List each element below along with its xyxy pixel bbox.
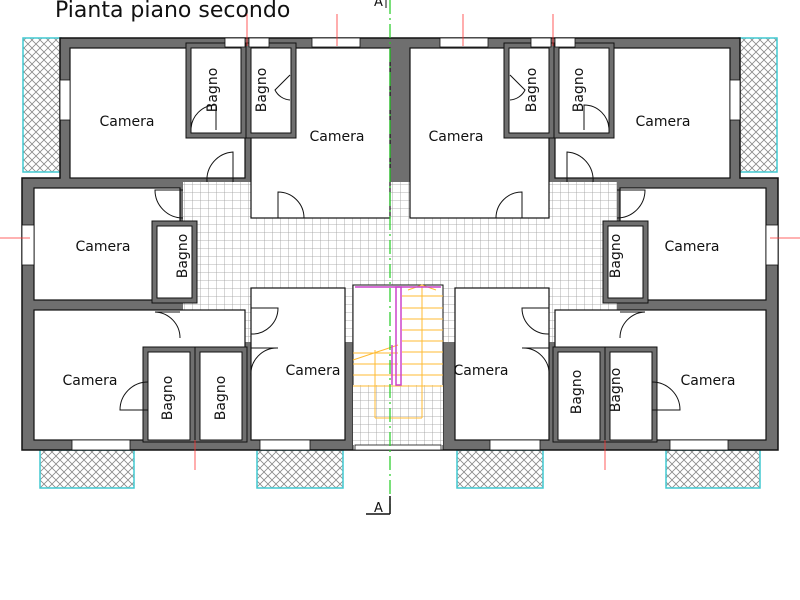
label-camera: Camera	[636, 114, 691, 130]
label-bagno: Bagno	[205, 68, 221, 113]
label-camera: Camera	[681, 373, 736, 389]
section-mark-top: A	[374, 0, 387, 10]
label-bagno: Bagno	[254, 68, 270, 113]
label-bagno: Bagno	[569, 370, 585, 415]
section-mark-bottom: A	[366, 496, 391, 516]
label-camera: Camera	[76, 239, 131, 255]
stairwell	[352, 284, 444, 451]
label-bagno: Bagno	[160, 376, 176, 421]
label-camera: Camera	[310, 129, 365, 145]
svg-text:A: A	[374, 0, 383, 10]
label-camera: Camera	[286, 363, 341, 379]
label-bagno: Bagno	[213, 376, 229, 421]
label-bagno: Bagno	[175, 234, 191, 279]
label-camera: Camera	[429, 129, 484, 145]
label-camera: Camera	[63, 373, 118, 389]
plan-title: Pianta piano secondo	[55, 0, 290, 23]
label-bagno: Bagno	[524, 68, 540, 113]
doors	[119, 74, 681, 411]
label-camera: Camera	[454, 363, 509, 379]
windows	[21, 37, 779, 451]
label-camera: Camera	[100, 114, 155, 130]
room-labels: Camera Camera Camera Camera Camera Camer…	[63, 68, 736, 421]
label-bagno: Bagno	[571, 68, 587, 113]
svg-text:A: A	[374, 501, 383, 516]
bathrooms	[142, 42, 658, 443]
label-bagno: Bagno	[608, 368, 624, 413]
label-camera: Camera	[665, 239, 720, 255]
guide-lines	[0, 14, 800, 470]
label-bagno: Bagno	[608, 234, 624, 279]
